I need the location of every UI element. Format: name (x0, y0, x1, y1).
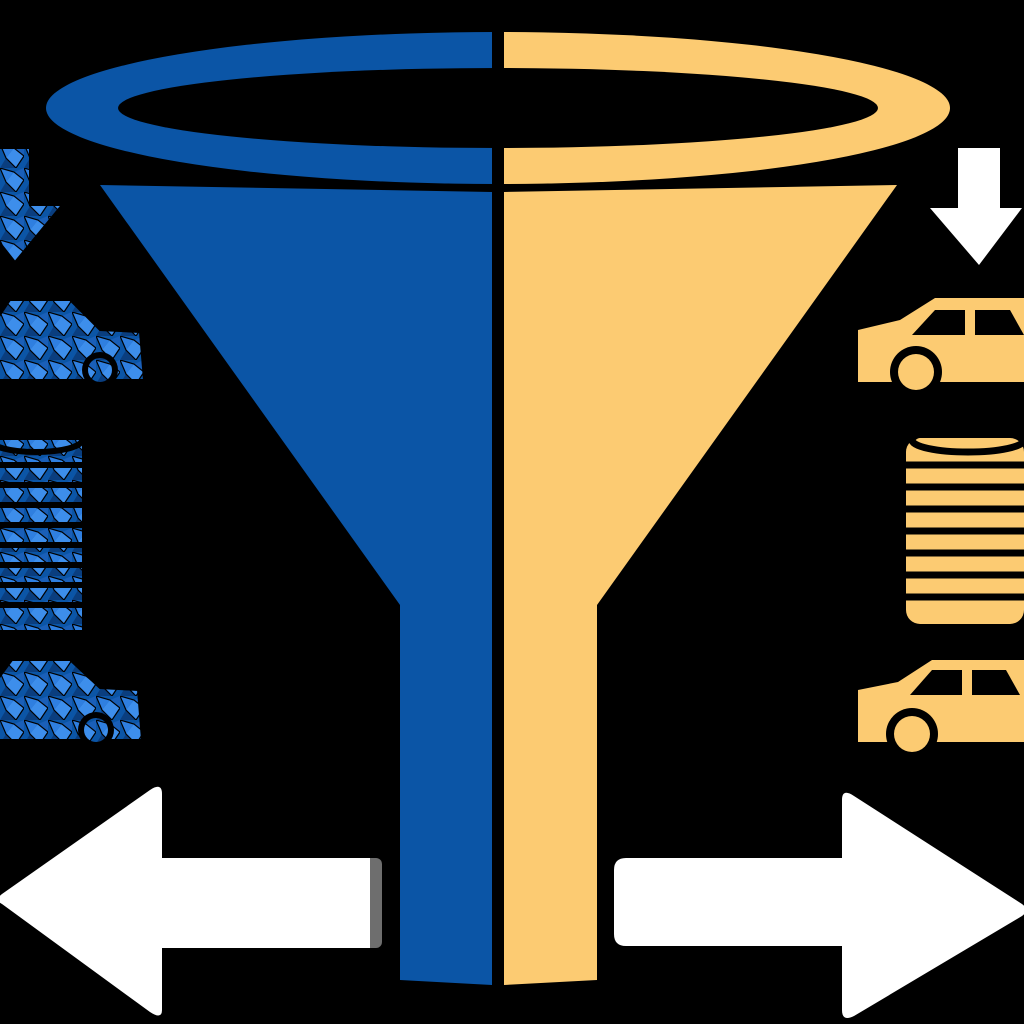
arrow-right-icon (614, 792, 1024, 1018)
left-icon-column (0, 147, 146, 748)
arrow-down-icon (0, 147, 65, 264)
coin-stack-icon (0, 425, 85, 630)
right-icon-column (858, 148, 1024, 760)
arrow-left-icon (0, 786, 382, 1016)
car-icon (0, 659, 144, 748)
funnel-rim (46, 32, 950, 184)
car-icon (858, 298, 1024, 398)
arrow-down-icon (930, 148, 1022, 265)
car-icon (0, 299, 146, 388)
coin-stack-icon (906, 424, 1024, 624)
funnel-body-left (100, 185, 492, 985)
car-icon (858, 660, 1024, 760)
funnel-seam (492, 30, 504, 995)
funnel (46, 30, 950, 995)
funnel-body-right (504, 185, 897, 985)
